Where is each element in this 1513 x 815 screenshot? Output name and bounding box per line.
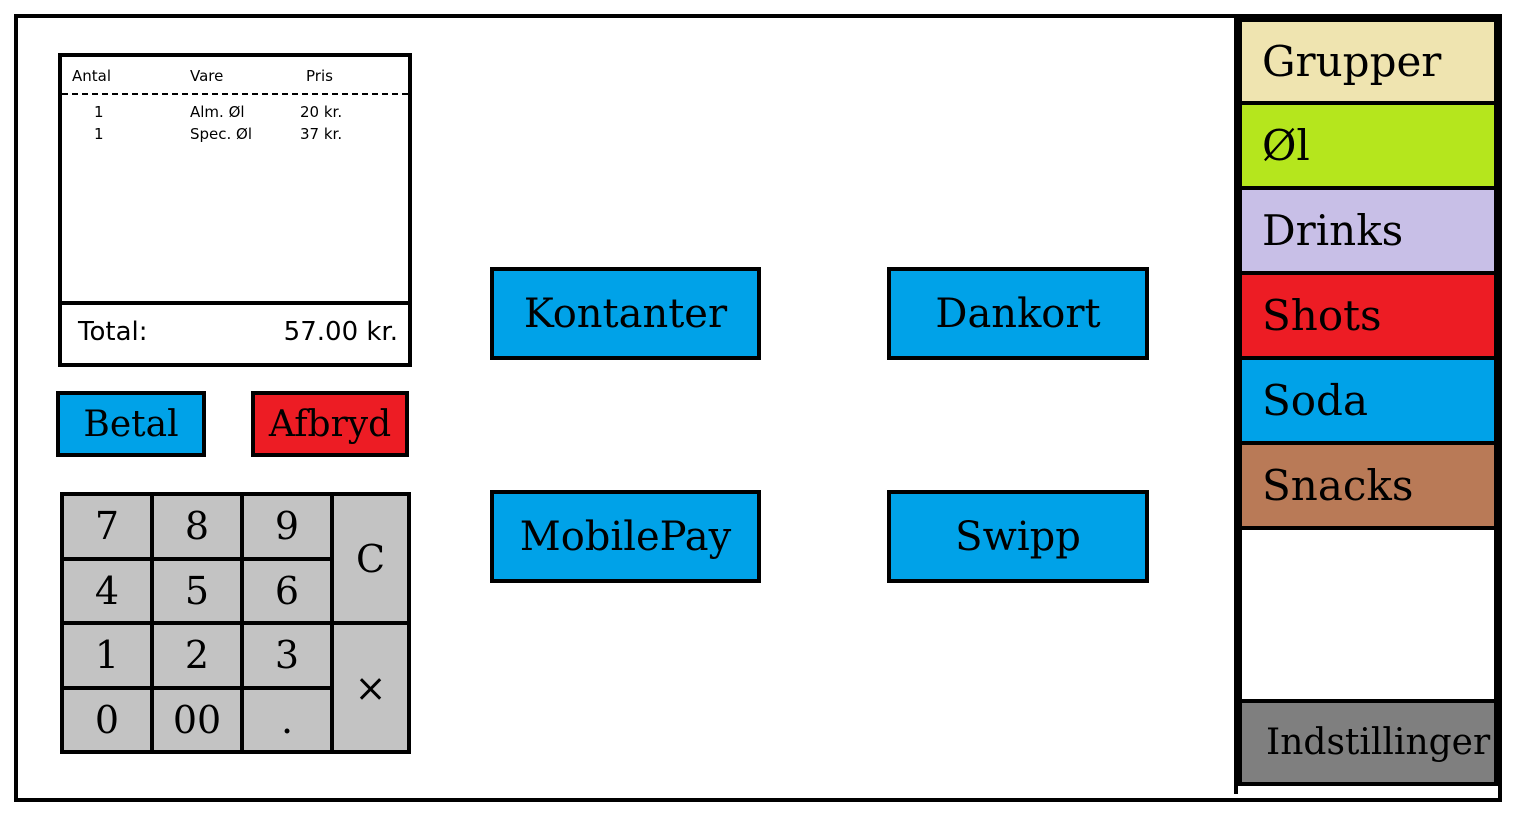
line-item: Spec. Øl — [190, 125, 253, 143]
key-9[interactable]: 9 — [244, 496, 330, 557]
key-dot[interactable]: . — [244, 689, 330, 750]
cancel-button[interactable]: Afbryd — [251, 391, 409, 457]
key-7[interactable]: 7 — [64, 496, 150, 557]
key-5[interactable]: 5 — [154, 560, 240, 621]
line-price: 20 kr. — [300, 103, 343, 121]
line-item: Alm. Øl — [190, 103, 245, 121]
group-shots[interactable]: Shots — [1238, 271, 1498, 360]
receipt-line: 1 Spec. Øl 37 kr. — [62, 125, 408, 147]
key-0[interactable]: 0 — [64, 689, 150, 750]
line-qty: 1 — [94, 103, 104, 121]
receipt-lines: 1 Alm. Øl 20 kr. 1 Spec. Øl 37 kr. — [62, 103, 408, 147]
group-drinks[interactable]: Drinks — [1238, 186, 1498, 275]
receipt-col-qty: Antal — [72, 67, 112, 85]
total-label: Total: — [78, 317, 148, 347]
pay-button[interactable]: Betal — [56, 391, 206, 457]
key-2[interactable]: 2 — [154, 625, 240, 686]
receipt-total: Total: 57.00 kr. — [62, 301, 408, 363]
receipt-header: Antal Vare Pris — [62, 57, 408, 95]
total-value: 57.00 kr. — [283, 317, 398, 347]
key-4[interactable]: 4 — [64, 560, 150, 621]
swipp-button[interactable]: Swipp — [887, 490, 1149, 583]
key-6[interactable]: 6 — [244, 560, 330, 621]
line-price: 37 kr. — [300, 125, 343, 143]
mobilepay-button[interactable]: MobilePay — [490, 490, 761, 583]
group-sidebar: Grupper Øl Drinks Shots Soda Snacks Inds… — [1234, 18, 1498, 794]
clear-key[interactable]: C — [334, 496, 407, 621]
group-empty-slot — [1238, 526, 1498, 703]
receipt-col-price: Pris — [306, 67, 333, 85]
receipt-line: 1 Alm. Øl 20 kr. — [62, 103, 408, 125]
cash-button[interactable]: Kontanter — [490, 267, 761, 360]
key-00[interactable]: 00 — [154, 689, 240, 750]
receipt-panel: Antal Vare Pris 1 Alm. Øl 20 kr. 1 Spec.… — [58, 53, 412, 367]
dankort-button[interactable]: Dankort — [887, 267, 1149, 360]
line-qty: 1 — [94, 125, 104, 143]
groups-header: Grupper — [1238, 18, 1498, 105]
group-soda[interactable]: Soda — [1238, 356, 1498, 445]
group-ol[interactable]: Øl — [1238, 101, 1498, 190]
numeric-keypad: 7 8 9 C 4 5 6 1 2 3 × 0 00 . — [60, 492, 411, 754]
group-snacks[interactable]: Snacks — [1238, 441, 1498, 530]
key-8[interactable]: 8 — [154, 496, 240, 557]
receipt-col-item: Vare — [190, 67, 224, 85]
key-3[interactable]: 3 — [244, 625, 330, 686]
multiply-key[interactable]: × — [334, 625, 407, 750]
settings-button[interactable]: Indstillinger — [1238, 699, 1498, 786]
key-1[interactable]: 1 — [64, 625, 150, 686]
